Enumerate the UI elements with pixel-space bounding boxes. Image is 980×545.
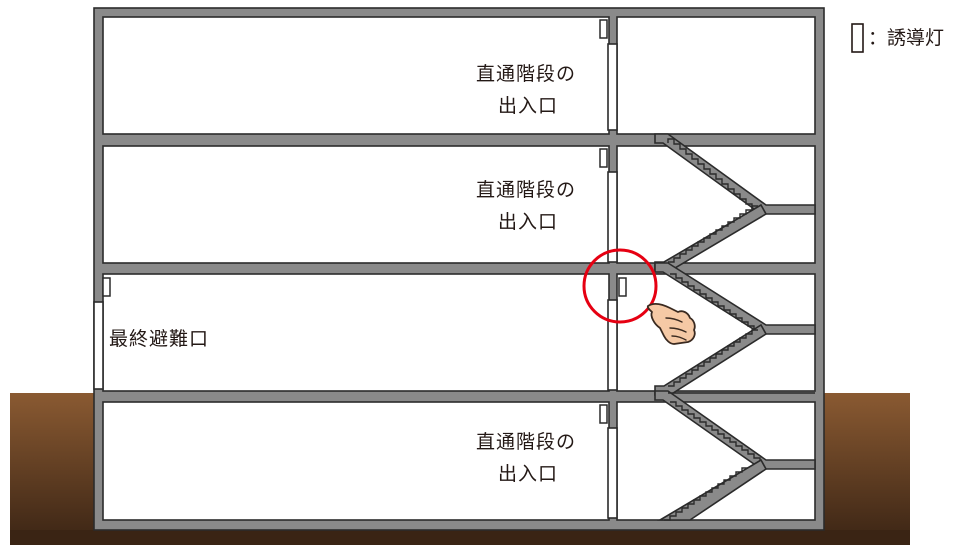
room-floor-3 bbox=[102, 16, 610, 135]
stair-treads-1b bbox=[668, 329, 758, 387]
floor-3-label-line1: 直通階段の bbox=[476, 63, 576, 85]
stair-shaft-floor-3 bbox=[616, 16, 816, 135]
ground-base bbox=[10, 530, 910, 545]
pointing-hand-icon bbox=[646, 302, 696, 345]
guide-light-icon bbox=[599, 19, 608, 39]
floor-2-label-line2: 出入口 bbox=[498, 211, 558, 233]
floor-b1-label-line2: 出入口 bbox=[498, 463, 558, 485]
guide-light-icon bbox=[618, 277, 627, 297]
floor-3-label-line2: 出入口 bbox=[498, 95, 558, 117]
stair-flight-3-to-2-upper bbox=[654, 133, 816, 215]
guide-light-icon bbox=[599, 404, 608, 424]
ground-right bbox=[824, 393, 910, 545]
stair-treads-3-2a bbox=[667, 138, 753, 209]
ground-left bbox=[10, 393, 94, 545]
guide-light-legend-icon bbox=[851, 23, 864, 53]
guide-light-icon bbox=[599, 148, 608, 168]
floor-b1-label-line1: 直通階段の bbox=[476, 431, 576, 453]
final-exit-label: 最終避難口 bbox=[109, 328, 209, 350]
floor-2-label-line1: 直通階段の bbox=[476, 179, 576, 201]
room-floor-1 bbox=[102, 273, 610, 392]
stair-door-floor-b1 bbox=[607, 427, 618, 519]
highlight-circle bbox=[582, 248, 658, 324]
stair-door-floor-1 bbox=[607, 299, 618, 391]
legend-text: ：誘導灯 bbox=[868, 27, 944, 49]
guide-light-icon bbox=[102, 277, 111, 297]
final-exit-door bbox=[93, 301, 104, 390]
stair-treads-1-b1a bbox=[670, 401, 761, 462]
stair-treads-b1b bbox=[664, 467, 748, 521]
room-floor-2 bbox=[102, 145, 610, 264]
stair-treads-2-1a bbox=[670, 273, 761, 334]
stair-flight-1-to-b1-upper bbox=[654, 390, 816, 470]
room-floor-b1 bbox=[102, 401, 610, 521]
stair-treads-2b bbox=[668, 205, 758, 263]
stair-door-floor-3 bbox=[607, 43, 618, 131]
stair-flight-2-to-1-upper bbox=[654, 262, 816, 335]
stair-door-floor-2 bbox=[607, 171, 618, 263]
